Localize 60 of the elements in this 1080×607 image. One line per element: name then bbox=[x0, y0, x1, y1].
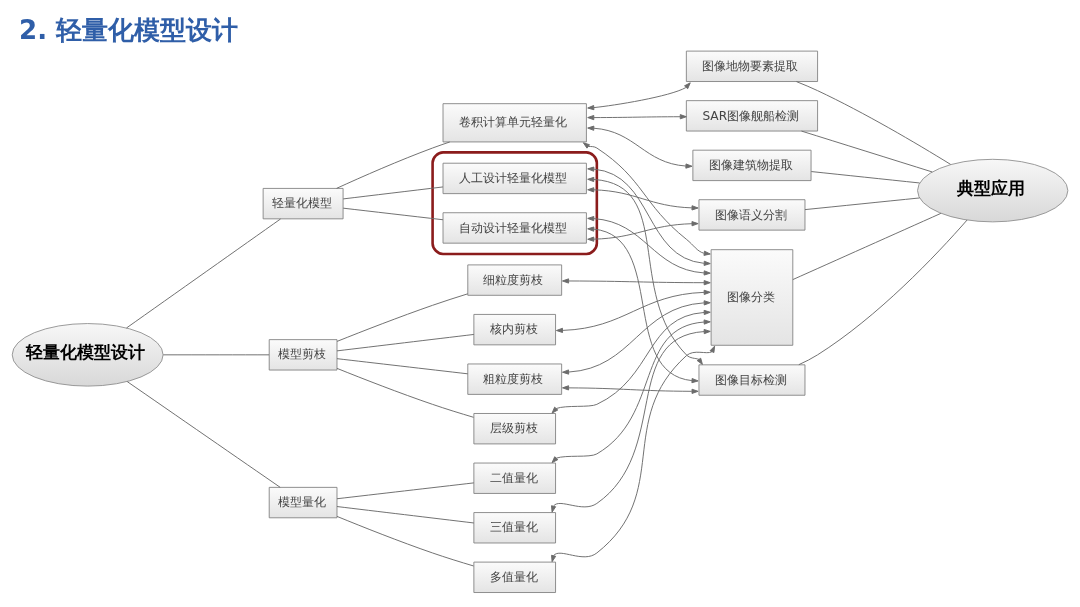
node-box: 粗粒度剪枝 bbox=[467, 363, 563, 395]
connector bbox=[336, 357, 469, 374]
arrow bbox=[587, 220, 699, 242]
node-box: 多值量化 bbox=[473, 561, 556, 593]
connector bbox=[162, 353, 270, 355]
connector bbox=[336, 141, 451, 189]
connector bbox=[342, 207, 444, 220]
arrow bbox=[562, 384, 699, 394]
connector bbox=[795, 80, 952, 165]
arrow bbox=[562, 277, 711, 285]
node-box: 图像地物要素提取 bbox=[685, 50, 818, 82]
node-box: 层级剪枝 bbox=[473, 412, 556, 444]
node-ellipse: 典型应用 bbox=[917, 158, 1069, 222]
node-box: 卷积计算单元轻量化 bbox=[442, 102, 587, 142]
connector bbox=[126, 217, 282, 328]
node-box: 模型剪枝 bbox=[268, 338, 338, 370]
arrow bbox=[587, 113, 687, 120]
node-box: 细粒度剪枝 bbox=[467, 263, 563, 296]
node-box: SAR图像舰船检测 bbox=[685, 99, 818, 131]
connector bbox=[336, 367, 475, 418]
node-box: 二值量化 bbox=[473, 462, 556, 494]
connector bbox=[126, 380, 281, 488]
arrow bbox=[551, 318, 711, 463]
node-ellipse: 轻量化模型设计 bbox=[11, 322, 164, 387]
arrow bbox=[551, 328, 711, 513]
connector bbox=[336, 515, 475, 566]
arrow bbox=[562, 299, 711, 375]
arrow bbox=[555, 289, 711, 333]
connector bbox=[792, 212, 942, 280]
arrow bbox=[587, 186, 699, 210]
node-box: 人工设计轻量化模型 bbox=[442, 162, 587, 194]
connector bbox=[804, 196, 921, 210]
connector bbox=[810, 170, 921, 183]
node-box: 图像分类 bbox=[710, 248, 794, 346]
connector bbox=[336, 481, 475, 499]
connector bbox=[801, 130, 933, 172]
arrow bbox=[587, 125, 693, 169]
arrow bbox=[551, 345, 716, 562]
arrow bbox=[587, 215, 711, 276]
node-box: 自动设计轻量化模型 bbox=[442, 211, 587, 244]
arrow bbox=[587, 166, 711, 266]
arrow bbox=[587, 176, 703, 365]
node-box: 图像目标检测 bbox=[698, 363, 806, 396]
node-box: 轻量化模型 bbox=[262, 187, 344, 219]
cluster bbox=[431, 150, 599, 255]
node-box: 核内剪枝 bbox=[473, 313, 556, 345]
node-box: 图像语义分割 bbox=[698, 198, 806, 231]
diagram-title: 2. 轻量化模型设计 bbox=[19, 14, 239, 45]
arrow bbox=[551, 309, 711, 414]
connector bbox=[798, 219, 968, 365]
arrow bbox=[582, 141, 711, 256]
connector bbox=[342, 185, 444, 199]
connector bbox=[336, 292, 469, 342]
node-box: 模型量化 bbox=[268, 486, 338, 518]
connector bbox=[336, 505, 475, 523]
connector bbox=[336, 333, 475, 351]
arrow bbox=[587, 226, 699, 383]
node-box: 三值量化 bbox=[473, 511, 556, 543]
arrow bbox=[587, 81, 691, 110]
node-box: 图像建筑物提取 bbox=[692, 149, 812, 181]
